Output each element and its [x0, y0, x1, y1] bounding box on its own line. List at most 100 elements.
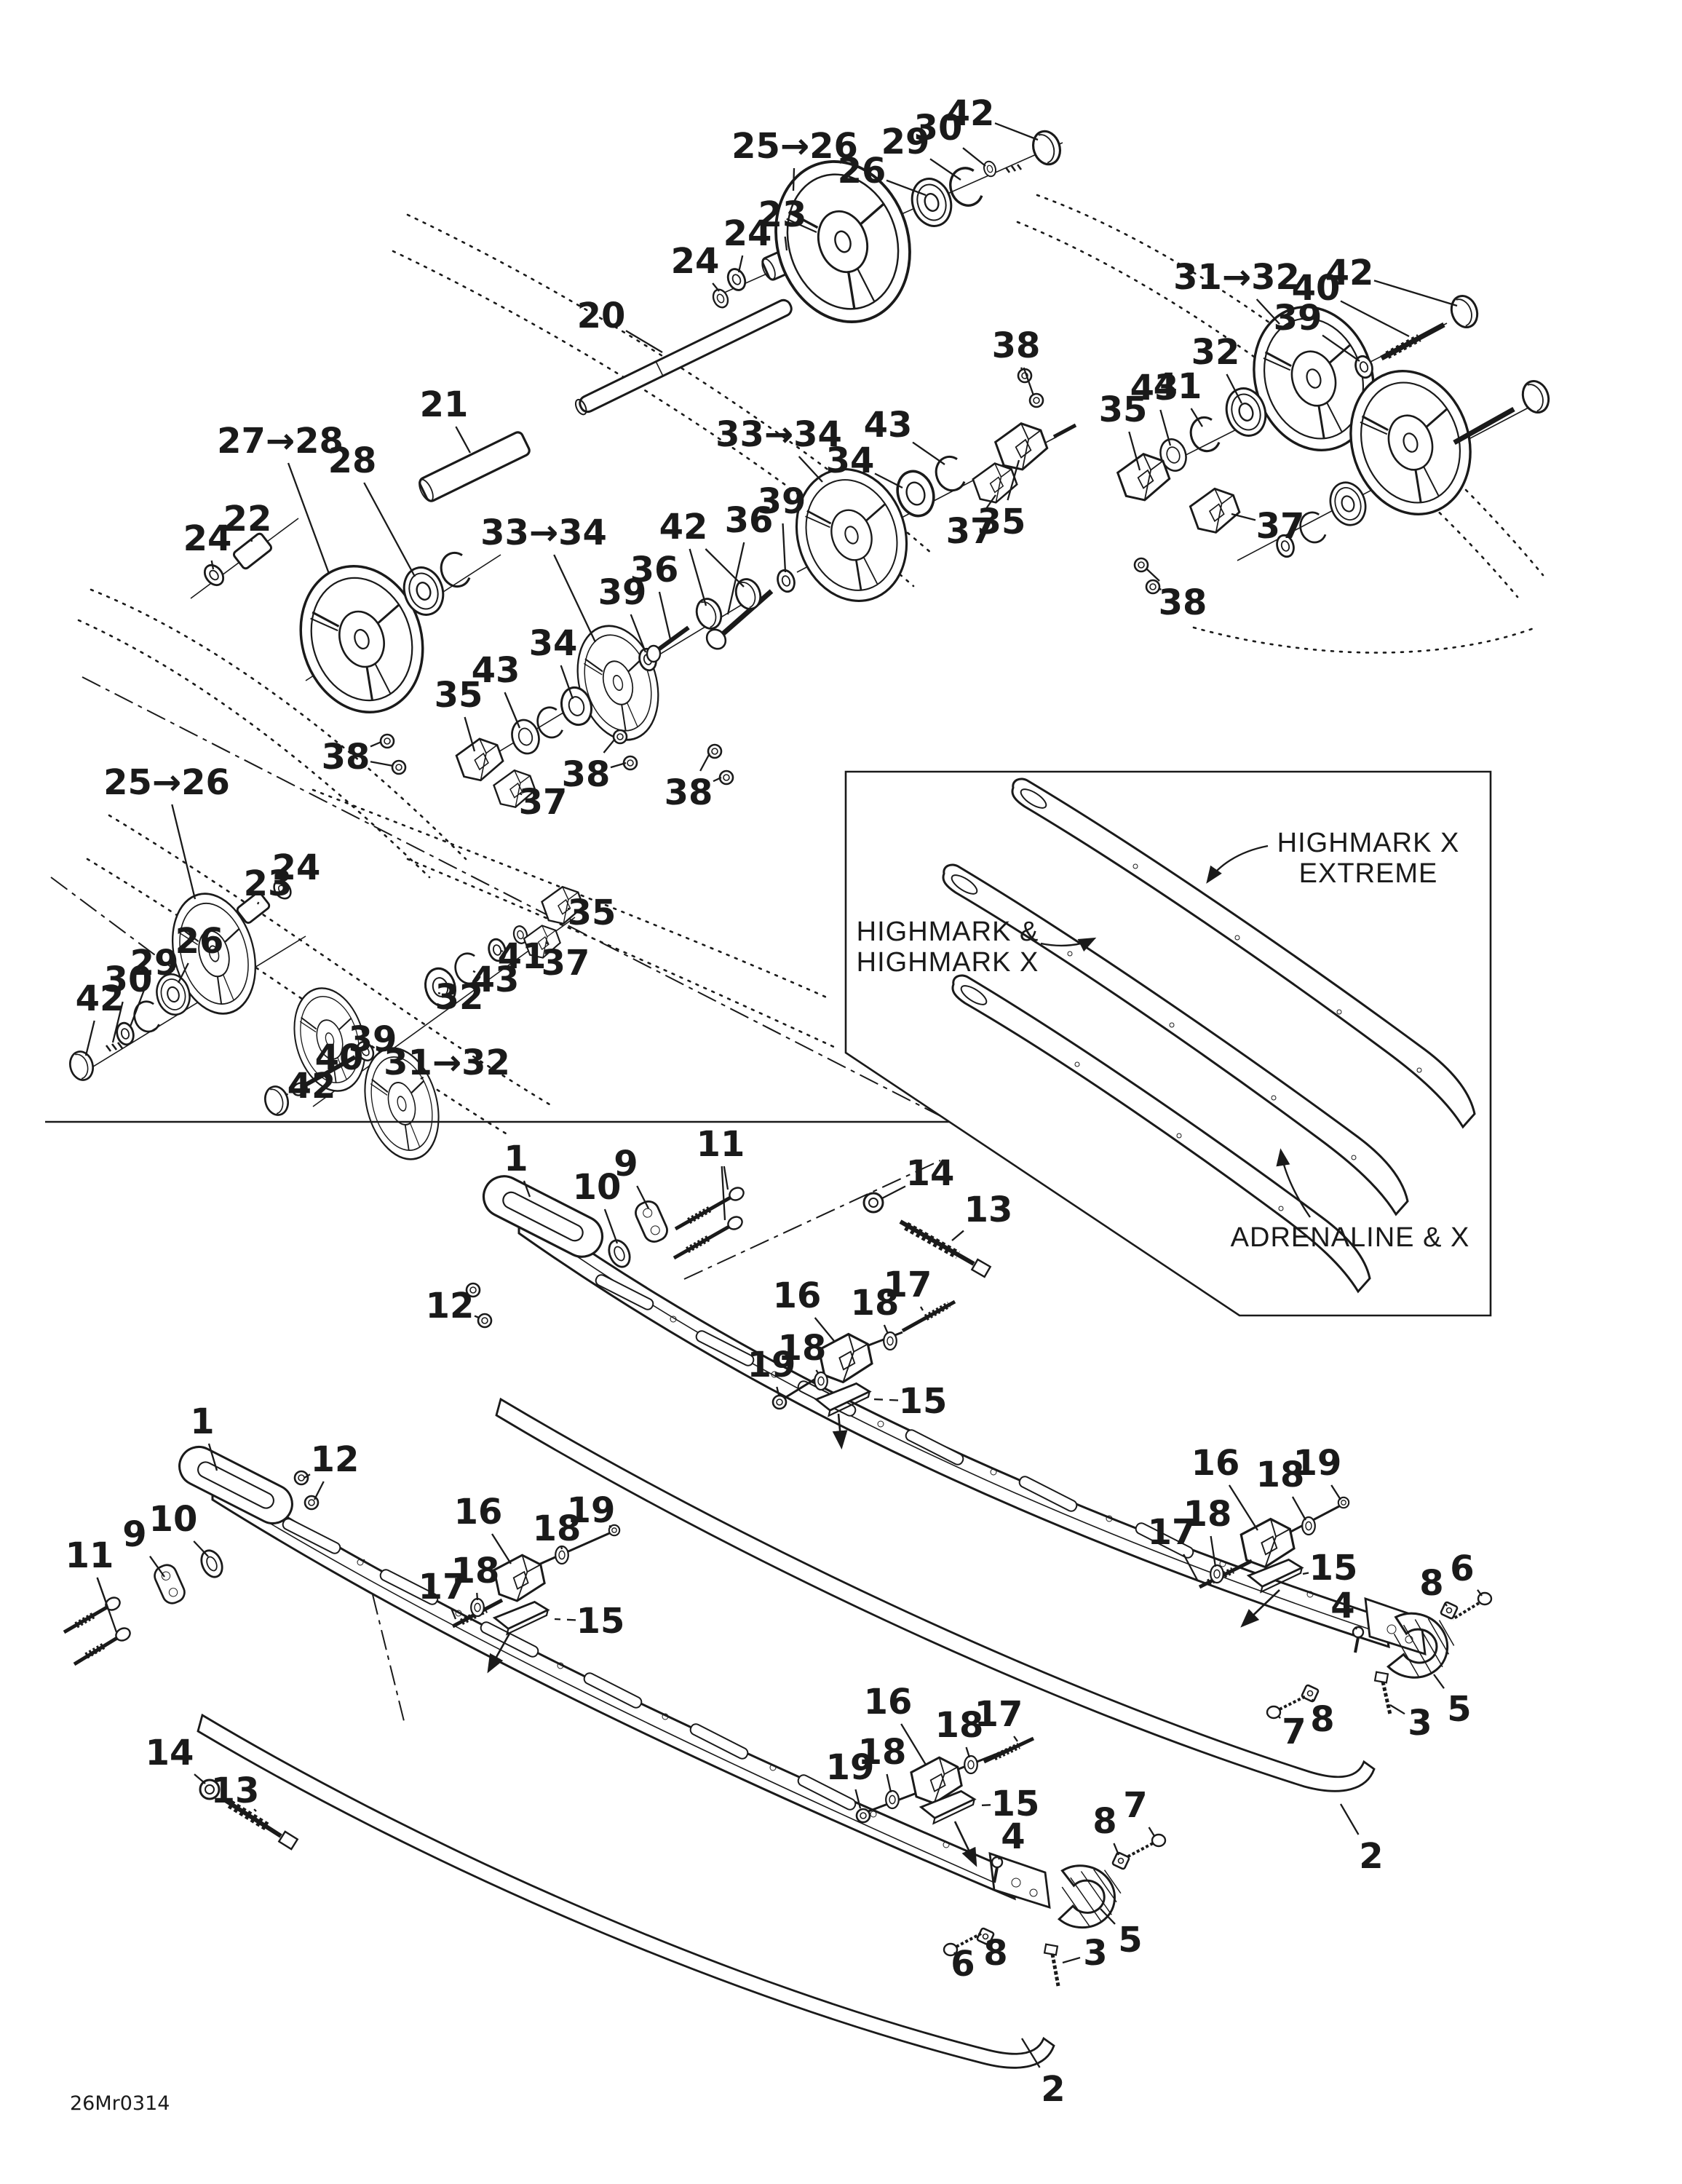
callout-label: 10	[149, 1499, 198, 1540]
leader-line	[1190, 408, 1203, 427]
callout-label: 18	[1256, 1455, 1305, 1495]
leader-line	[1210, 1535, 1217, 1567]
leader-line	[523, 1180, 531, 1198]
spacer-10	[608, 1239, 631, 1268]
leader-line	[610, 761, 627, 769]
front-loop-handle	[178, 1446, 293, 1524]
callout-label: 30	[914, 108, 963, 149]
rail-beam	[517, 1200, 1390, 1649]
callout-label: 11	[66, 1535, 114, 1576]
leader-line	[699, 753, 711, 772]
callout-label: 42	[287, 1066, 336, 1107]
leader-line	[603, 1208, 619, 1244]
bracket-9	[635, 1200, 668, 1243]
callout-label: 23	[244, 863, 293, 904]
leader-line	[1291, 1496, 1307, 1521]
callout-label: 5	[1447, 1689, 1471, 1730]
leader-line	[965, 1746, 971, 1758]
leader-line	[689, 548, 707, 606]
leader-line	[874, 472, 903, 489]
screw-17	[901, 1299, 956, 1333]
callout-label: 28	[328, 440, 377, 481]
callout-label: 38	[562, 754, 611, 795]
callout-label: 17	[884, 1265, 932, 1305]
callout-label: 19	[567, 1490, 616, 1531]
rear-bracket	[988, 1851, 1051, 1909]
leader-line	[1354, 1626, 1357, 1630]
leader-line	[1340, 300, 1410, 338]
callout-label: 12	[426, 1286, 475, 1326]
callout-label: 35	[435, 675, 483, 716]
bolt-3	[1050, 1953, 1060, 1987]
leader-line	[1021, 2038, 1041, 2068]
leader-line	[1128, 431, 1141, 471]
callout-label: 38	[322, 737, 370, 778]
callout-label: 7	[1282, 1712, 1306, 1752]
leader-line	[1023, 367, 1035, 396]
callout-label: 39	[1274, 298, 1322, 339]
callout-label: 39	[598, 572, 647, 613]
callout-label: 25→26	[103, 762, 230, 803]
callout-label: 27→28	[217, 421, 344, 462]
leader-line	[1373, 280, 1458, 307]
leader-line	[713, 776, 722, 783]
middle-idler-assembly	[705, 416, 1077, 650]
leader-line	[1433, 1674, 1445, 1689]
leader-line	[1013, 1736, 1018, 1742]
leader-line	[658, 591, 672, 640]
callout-label: 33→34	[480, 513, 607, 553]
spacer-22	[232, 532, 273, 570]
leader-line	[553, 554, 597, 643]
callout-label: 43	[1130, 368, 1179, 408]
leader-line	[149, 1556, 165, 1578]
callout-label: 16	[773, 1275, 822, 1316]
leader-line	[328, 1071, 331, 1074]
lower-left-idler-cluster	[66, 877, 587, 1169]
callout-label: 8	[1419, 1563, 1443, 1604]
bolt-36	[655, 625, 690, 653]
leader-line	[737, 255, 744, 273]
bolt-13	[899, 1219, 992, 1278]
leader-line	[1322, 334, 1360, 362]
leader-line	[365, 1045, 367, 1048]
callout-label: 36	[725, 500, 774, 541]
bolts-11	[63, 1597, 131, 1666]
callout-label: 36	[630, 550, 679, 590]
leader-line	[636, 1185, 650, 1209]
callout-label: 38	[1159, 582, 1207, 623]
callout-label: 2	[1041, 2069, 1065, 2110]
leader-line	[929, 158, 961, 181]
leader-line	[560, 665, 574, 700]
callout-label: 1	[504, 1139, 528, 1179]
leader-line	[1226, 373, 1243, 404]
inset-label-adrenaline-and-x: ADRENALINE & X	[1231, 1222, 1470, 1253]
callout-label: 32	[1191, 332, 1240, 373]
callout-label: 17	[418, 1567, 467, 1607]
rail-holes	[357, 1559, 950, 1848]
leader-line	[900, 1723, 927, 1765]
callout-label: 18	[851, 1283, 900, 1324]
leader-line	[1158, 587, 1162, 590]
callout-label: 14	[906, 1153, 955, 1194]
leader-line	[504, 692, 521, 729]
leader-line	[284, 882, 287, 886]
callout-label: 18	[451, 1551, 500, 1591]
leader-line	[253, 1808, 257, 1812]
callout-label: 16	[864, 1682, 913, 1722]
doc-number: 26Mr0314	[70, 2092, 170, 2115]
callout-label: 39	[349, 1019, 397, 1060]
callout-label: 6	[1450, 1548, 1474, 1589]
leader-line	[1444, 1603, 1448, 1607]
inset-rail-highmark	[942, 863, 1409, 1216]
callout-label: 40	[1292, 268, 1341, 309]
leader-line	[455, 426, 472, 454]
leader-line	[304, 1473, 311, 1479]
leader-line	[451, 1608, 457, 1620]
callout-label: 3	[1083, 1933, 1107, 1974]
callout-label: 42	[1325, 253, 1374, 293]
inset-border	[844, 770, 1492, 1317]
leader-line	[608, 1524, 612, 1528]
